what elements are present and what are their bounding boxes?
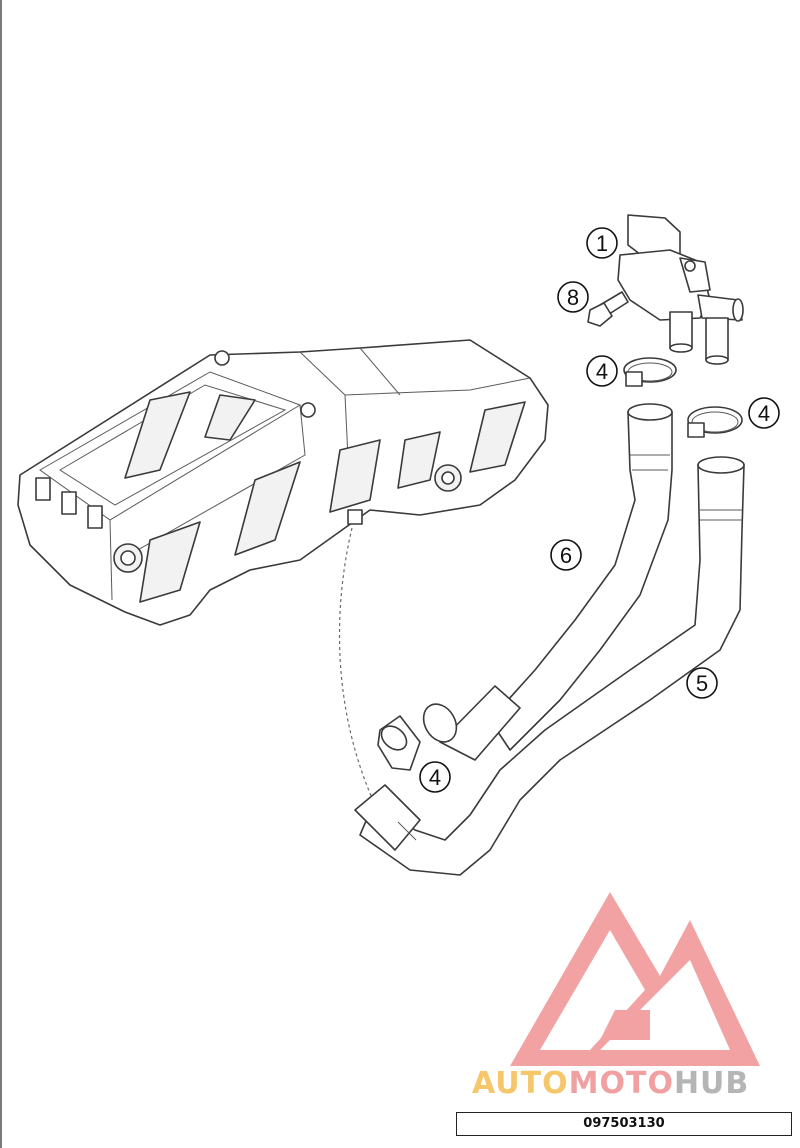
hose-clamp-upper-left bbox=[623, 357, 677, 387]
oil-valve bbox=[617, 214, 744, 365]
hose-clamp-upper-right bbox=[687, 406, 743, 438]
svg-text:4: 4 bbox=[596, 359, 608, 384]
svg-text:4: 4 bbox=[758, 401, 770, 426]
hose-clamp-lower bbox=[377, 715, 421, 771]
callout-5: 5 bbox=[686, 667, 718, 699]
svg-text:5: 5 bbox=[696, 671, 708, 696]
callout-4-lower: 4 bbox=[419, 761, 451, 793]
watermark-text: AUTOMOTOHUB bbox=[472, 1066, 792, 1106]
breather-line bbox=[338, 527, 373, 799]
watermark-moto: MOTO bbox=[568, 1066, 674, 1101]
oil-hose-6 bbox=[422, 403, 673, 761]
callout-6: 6 bbox=[550, 539, 582, 571]
svg-text:8: 8 bbox=[567, 285, 579, 310]
drawing-code-label: 097503130 bbox=[456, 1112, 792, 1136]
svg-text:4: 4 bbox=[429, 765, 441, 790]
oil-hose-5 bbox=[354, 456, 745, 876]
callout-4-upper-right: 4 bbox=[748, 397, 780, 429]
callout-1: 1 bbox=[586, 227, 618, 259]
svg-text:6: 6 bbox=[560, 543, 572, 568]
oil-tank bbox=[17, 339, 549, 626]
callout-4-upper-left: 4 bbox=[586, 355, 618, 387]
svg-text:1: 1 bbox=[596, 231, 608, 256]
watermark-hub: HUB bbox=[673, 1066, 750, 1101]
callout-8: 8 bbox=[557, 281, 589, 313]
left-border-line bbox=[0, 0, 2, 1148]
watermark-auto: AUTO bbox=[472, 1066, 569, 1101]
watermark-logo-mark bbox=[510, 892, 760, 1066]
bolt bbox=[587, 291, 629, 327]
